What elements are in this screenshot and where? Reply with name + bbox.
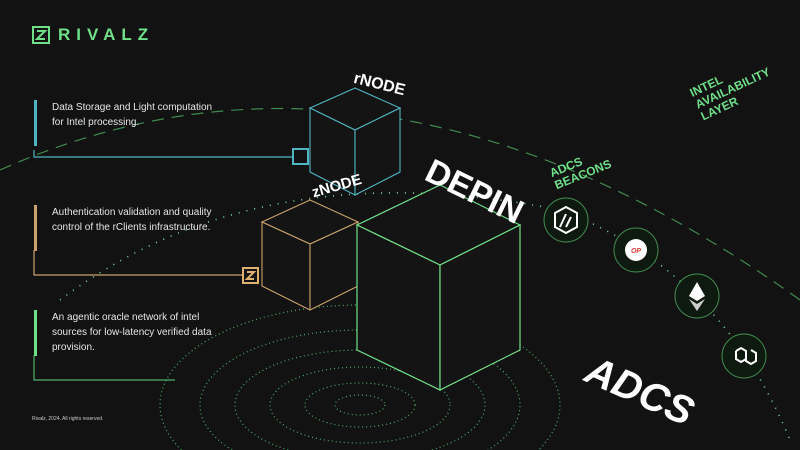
- description-text: Data Storage and Light computation for I…: [52, 102, 213, 128]
- adcs-description: An agentic oracle network of intel sourc…: [34, 310, 222, 356]
- op-text: OP: [631, 248, 641, 255]
- znode-icon: [242, 267, 259, 284]
- brand-name: RIVALZ: [58, 25, 155, 44]
- znode-icon-glyph: [244, 271, 257, 280]
- adcs-connector: [33, 355, 175, 381]
- description-text: Authentication validation and quality co…: [52, 207, 212, 233]
- ring: [159, 304, 561, 450]
- znode-connector: [33, 250, 243, 276]
- rivalz-logo-icon: [32, 26, 50, 44]
- depin-cube: [355, 184, 522, 391]
- brand-logo[interactable]: RIVALZ: [32, 25, 154, 45]
- accent-bar: [34, 310, 37, 356]
- rnode-icon: [292, 148, 309, 165]
- description-text: An agentic oracle network of intel sourc…: [52, 312, 212, 353]
- znode-description: Authentication validation and quality co…: [34, 205, 222, 251]
- ring: [304, 382, 416, 428]
- znode-cube: [260, 199, 360, 311]
- accent-bar: [34, 205, 37, 251]
- beacon-arbitrum-icon: [543, 197, 589, 243]
- rnode-connector: [33, 150, 293, 158]
- rnode-cube: [308, 87, 402, 196]
- beacon-optimism-icon: OP: [613, 227, 659, 273]
- beacon-ethereum-icon: [674, 273, 720, 319]
- accent-bar: [34, 100, 37, 146]
- footer-copyright: Rivalz, 2024. All rights reserved.: [32, 416, 104, 422]
- rnode-description: Data Storage and Light computation for I…: [34, 100, 222, 146]
- beacon-polygon-icon: [721, 333, 767, 379]
- ring: [334, 394, 386, 416]
- ring: [269, 366, 451, 444]
- intel-layer-arc: [0, 107, 800, 301]
